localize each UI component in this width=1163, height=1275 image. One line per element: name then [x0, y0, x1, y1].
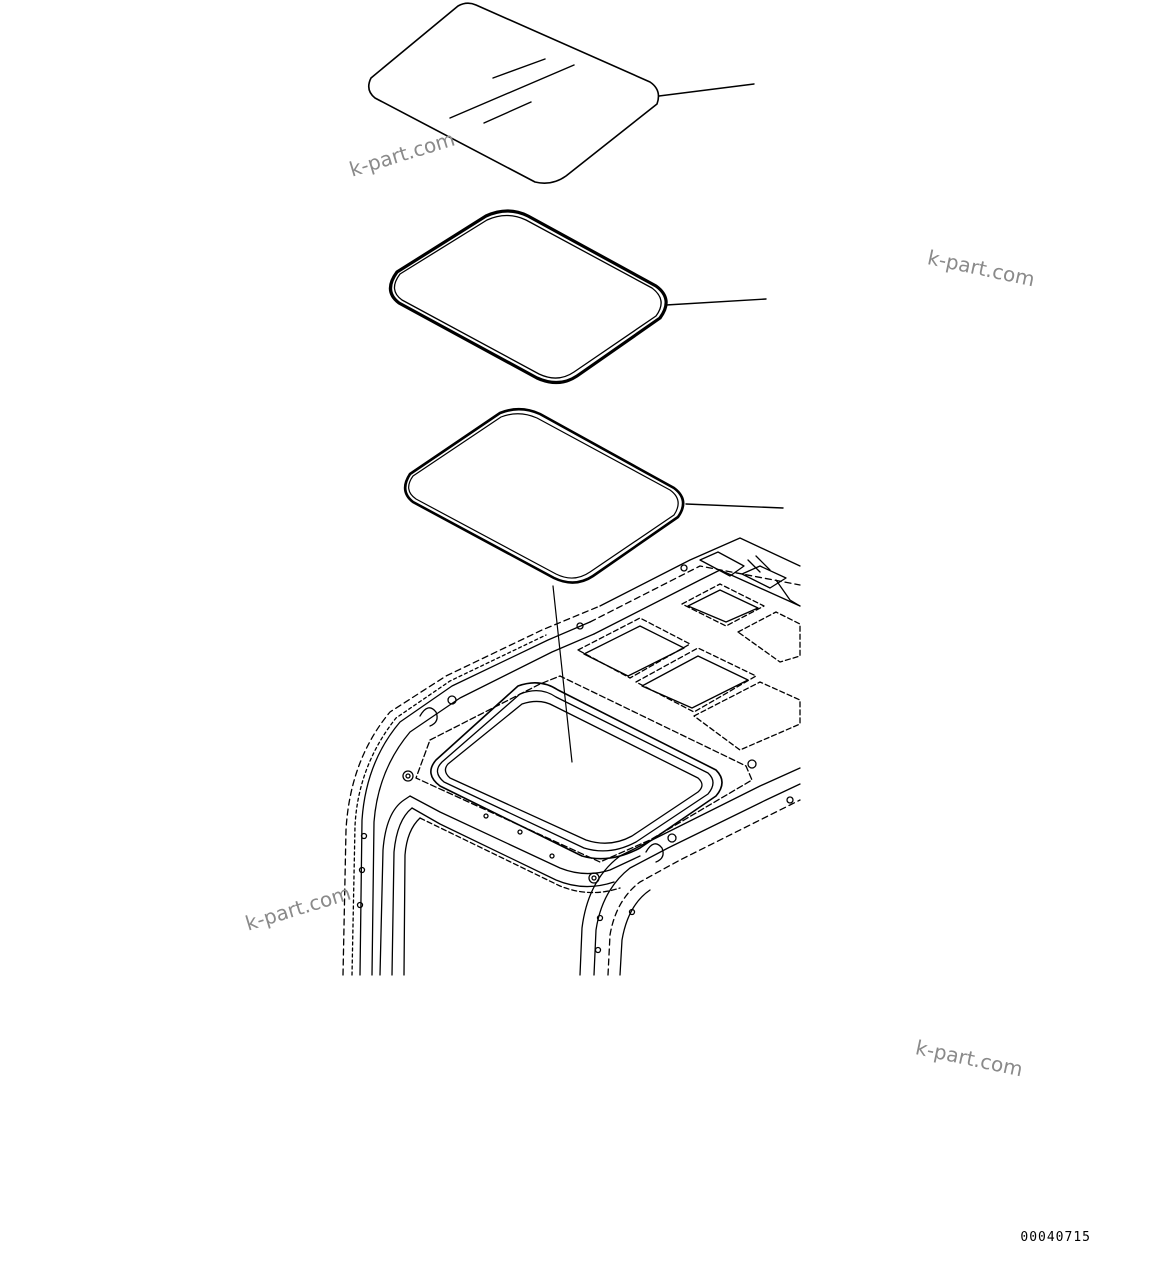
seal-gasket-thick [388, 209, 668, 385]
leader-line-roof [552, 585, 573, 763]
leader-line-glass [658, 83, 755, 97]
glass-panel [367, 2, 660, 184]
seal-gasket-thin [403, 407, 685, 584]
drawing-number: 00040715 [1020, 1230, 1091, 1245]
leader-line-gasket-thick [665, 298, 767, 306]
cab-roof-frame [342, 537, 801, 976]
leader-line-gasket-thin [685, 503, 784, 509]
